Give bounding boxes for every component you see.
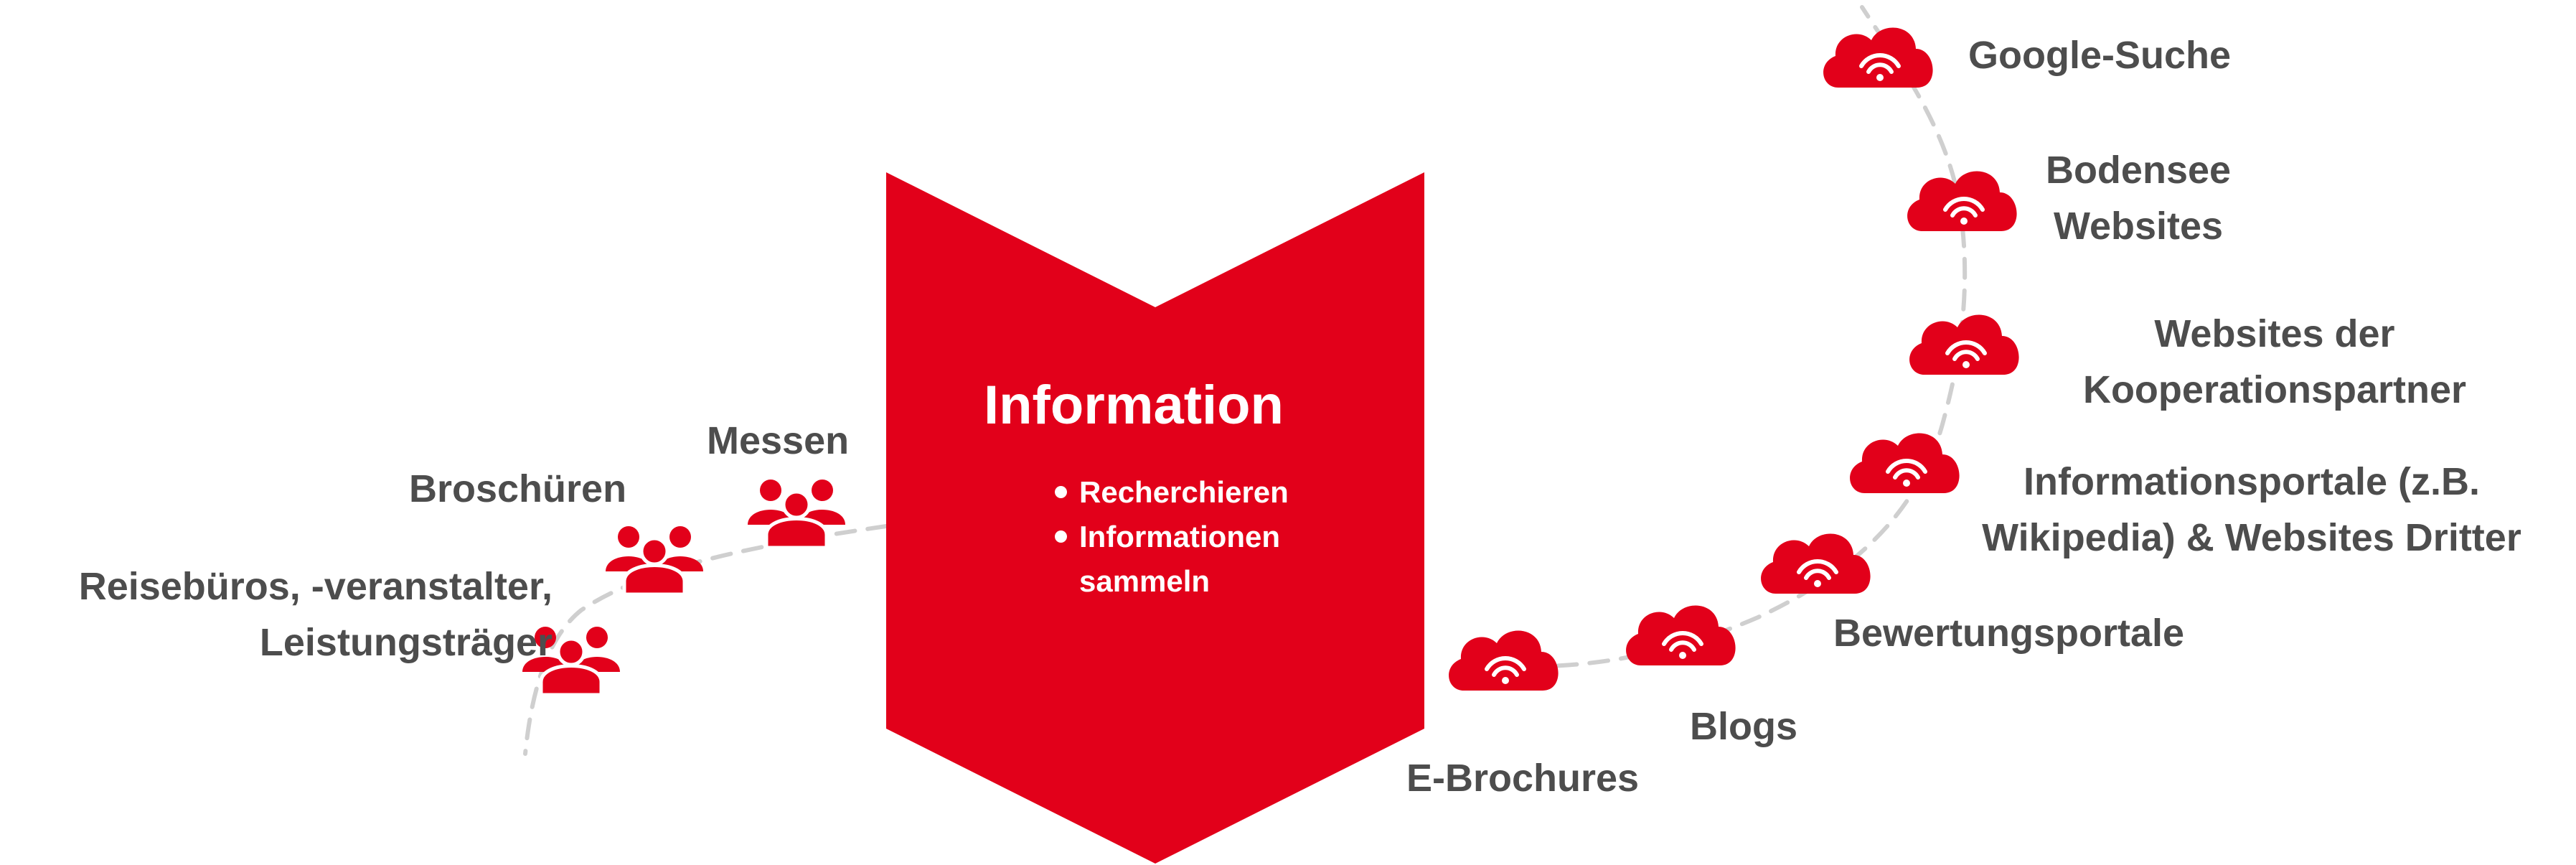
wifi-cloud-icon [1449, 630, 1559, 691]
center-title: Information [984, 375, 1284, 436]
right-dashed-path [1462, 5, 1968, 669]
center-task-item: Recherchieren [1053, 470, 1289, 515]
wifi-cloud-icon [1626, 605, 1736, 665]
online-source-label: Blogs [1690, 705, 1798, 748]
center-task-list: Recherchieren Informationen sammeln [1053, 470, 1289, 604]
online-source-label: E-Brochures [1406, 757, 1640, 800]
wifi-cloud-icon [1907, 171, 2017, 231]
online-source-label: Google-Suche [1968, 34, 2232, 77]
online-source-label: Informationsportale (z.B. Wikipedia) & W… [1982, 460, 2521, 559]
information-chevron [886, 172, 1424, 864]
people-group-icon [606, 526, 703, 594]
center-task-item: Informationen [1053, 515, 1289, 559]
center-task-item-continuation: sammeln [1079, 564, 1211, 598]
online-source-label: Bewertungsportale [1833, 612, 2185, 655]
wifi-cloud-icon [1909, 314, 2019, 375]
offline-source-label: Messen [707, 419, 850, 462]
wifi-cloud-icon [1823, 27, 1933, 88]
wifi-cloud-icon [1761, 533, 1871, 594]
online-source-label: Websites der Kooperationspartner [2082, 312, 2467, 411]
offline-source-label: Reisebüros, -veranstalter, Leistungsträg… [78, 565, 553, 664]
offline-source-label: Broschüren [409, 467, 627, 510]
people-group-icon [748, 480, 845, 548]
online-source-label: Bodensee Websites [2045, 149, 2232, 248]
